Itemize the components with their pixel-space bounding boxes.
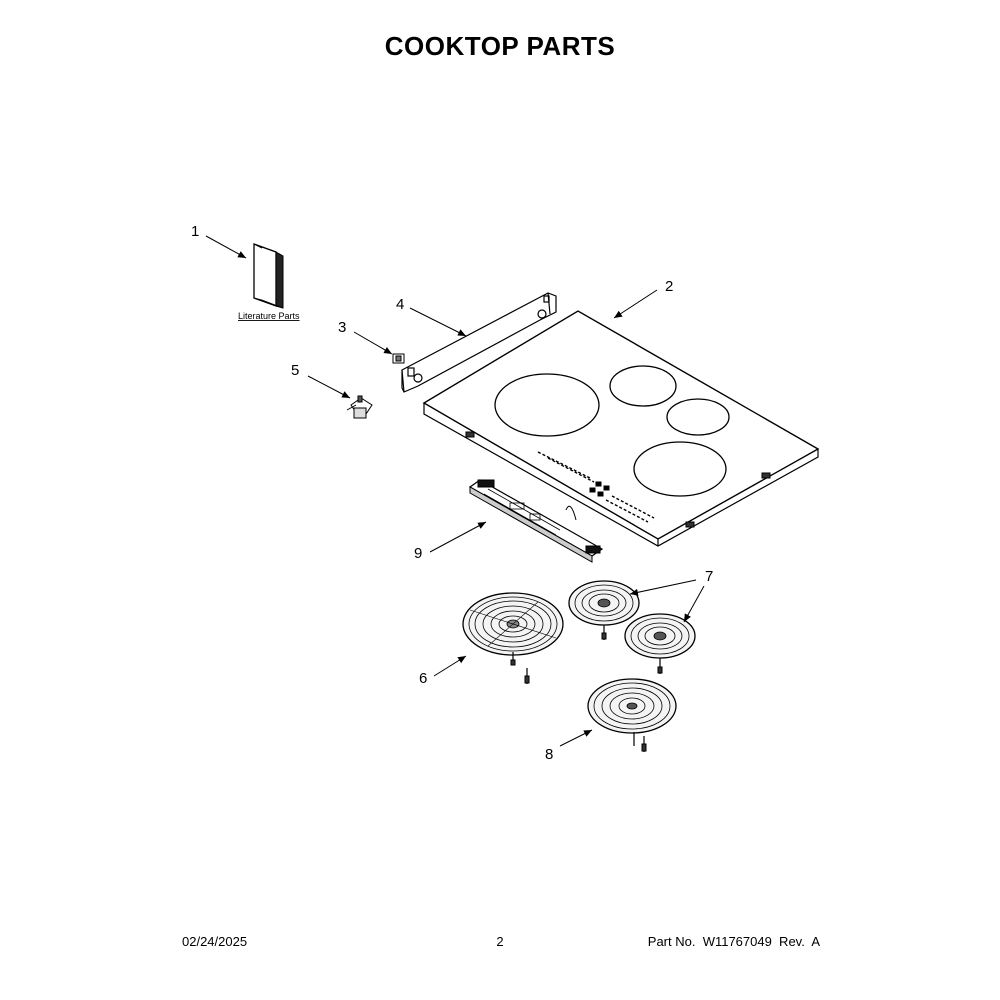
- footer-part-number: Part No. W11767049 Rev. A: [647, 934, 820, 949]
- callout-4: 4: [396, 296, 404, 313]
- callout-5: 5: [291, 362, 299, 379]
- small-heating-element-lower: [624, 613, 696, 674]
- callout-8: 8: [545, 746, 553, 763]
- callout-3: 3: [338, 319, 346, 336]
- control-board: [468, 479, 604, 563]
- mounting-clip: [346, 395, 373, 419]
- literature-booklet: [253, 243, 284, 309]
- literature-parts-label: Literature Parts: [238, 311, 300, 321]
- footer-page-number: 2: [496, 934, 504, 949]
- small-heating-element-upper: [568, 580, 640, 640]
- large-heating-element: [462, 592, 564, 684]
- callout-6: 6: [419, 670, 427, 687]
- glass-cooktop: [422, 310, 820, 547]
- callout-1: 1: [191, 223, 199, 240]
- callout-9: 9: [414, 545, 422, 562]
- medium-heating-element: [587, 678, 677, 752]
- footer-date: 02/24/2025: [182, 934, 248, 949]
- small-clip: [392, 353, 405, 364]
- leader-lines: [205, 235, 705, 747]
- callout-7: 7: [705, 568, 713, 585]
- bracket: [401, 292, 557, 393]
- callout-2: 2: [665, 278, 673, 295]
- page-title: COOKTOP PARTS: [384, 31, 616, 61]
